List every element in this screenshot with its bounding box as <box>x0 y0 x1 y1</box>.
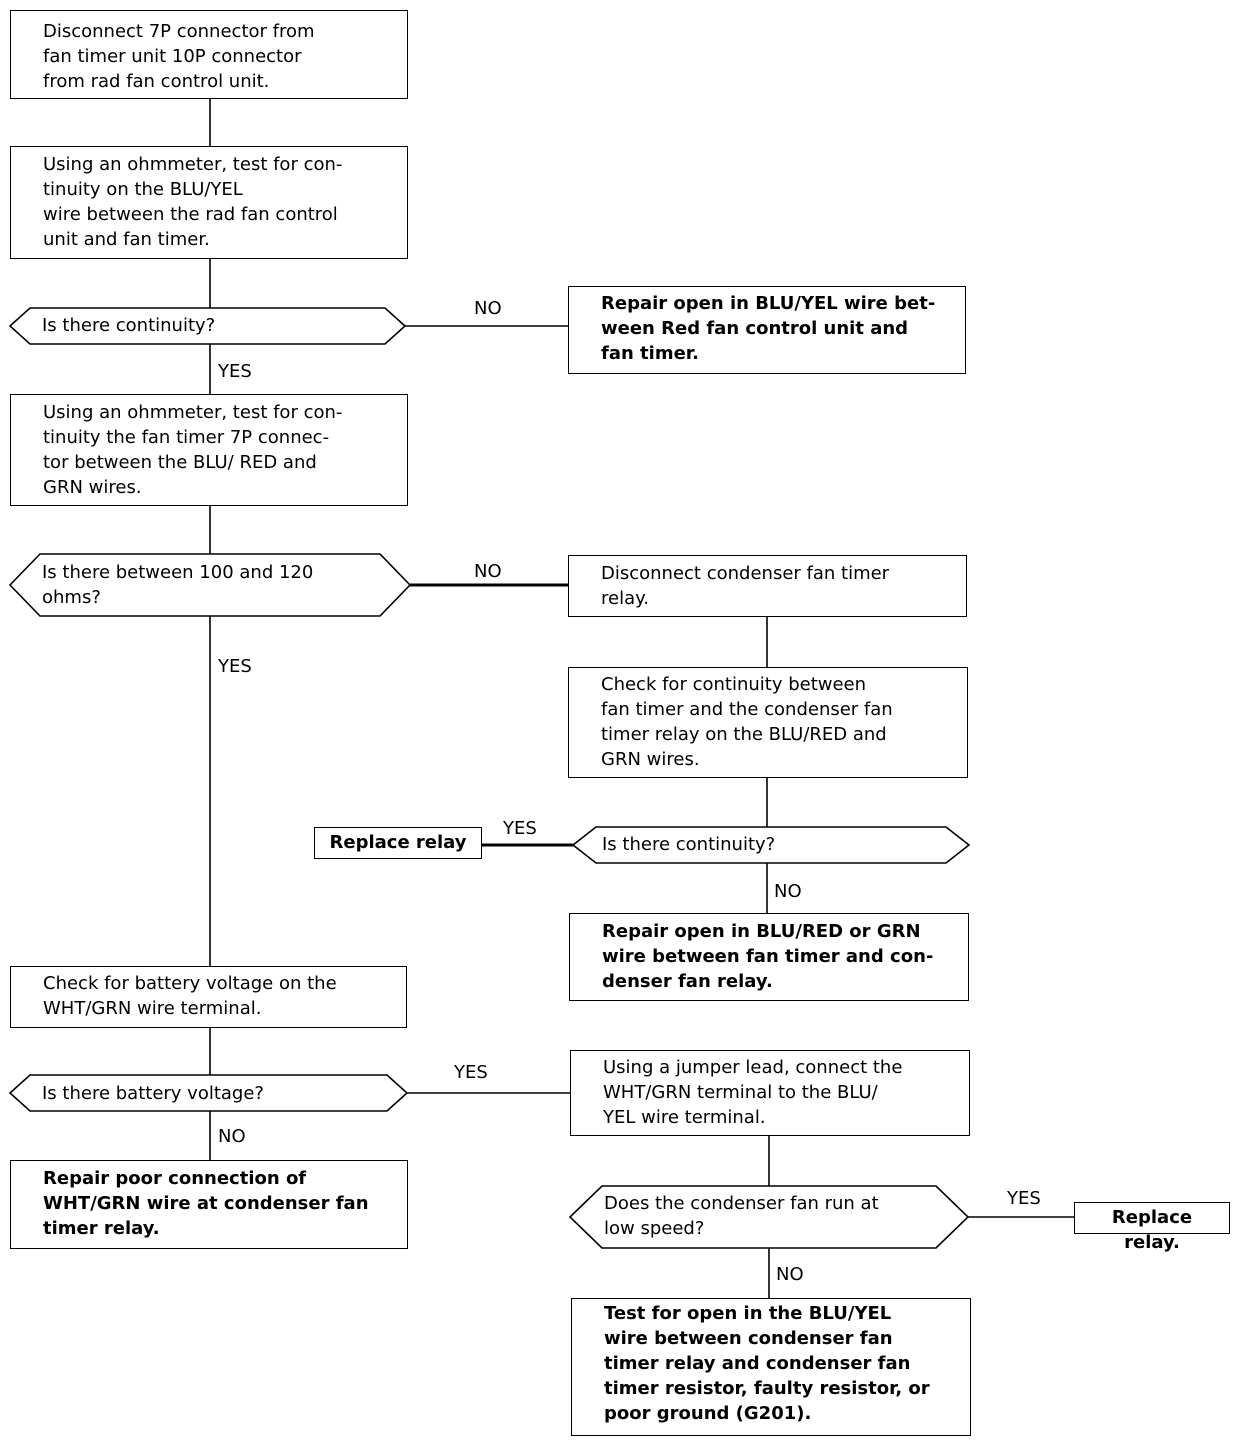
label-d3-yes: YES <box>503 818 537 839</box>
label-d4-yes: YES <box>454 1062 488 1083</box>
replace-relay-box-2: Replace relay. <box>1074 1202 1230 1253</box>
decision-100-120-ohms: Is there between 100 and 120 ohms? <box>42 562 314 608</box>
step-repair-blu-yel-wire: Repair open in BLU/YEL wire bet- ween Re… <box>568 286 966 374</box>
decision-is-there-continuity-2: Is there continuity? <box>602 834 776 855</box>
replace-relay-box-1: Replace relay <box>314 827 482 859</box>
label-d1-yes: YES <box>218 361 252 382</box>
decision-shape-d5 <box>568 1185 970 1249</box>
step-check-blu-red-grn-continuity: Check for continuity between fan timer a… <box>568 667 968 778</box>
step-test-7p-connector: Using an ohmmeter, test for con- tinuity… <box>10 394 408 506</box>
step-repair-blu-red-grn-wire: Repair open in BLU/RED or GRN wire betwe… <box>569 913 969 1001</box>
step-test-open-blu-yel: Test for open in the BLU/YEL wire betwee… <box>571 1298 971 1436</box>
decision-is-there-continuity-1: Is there continuity? <box>42 315 216 336</box>
label-d1-no: NO <box>474 298 502 319</box>
label-d4-no: NO <box>218 1126 246 1147</box>
decision-shape-d4 <box>8 1074 409 1112</box>
label-d5-yes: YES <box>1007 1188 1041 1209</box>
step-disconnect-condenser-relay: Disconnect condenser fan timer relay. <box>568 555 967 617</box>
step-repair-wht-grn-connection: Repair poor connection of WHT/GRN wire a… <box>10 1160 408 1249</box>
step-test-blu-yel-continuity: Using an ohmmeter, test for con- tinuity… <box>10 146 408 259</box>
decision-shape-d1 <box>8 307 407 345</box>
decision-shape-d2 <box>8 553 412 617</box>
decision-battery-voltage: Is there battery voltage? <box>42 1083 264 1104</box>
label-d2-yes: YES <box>218 656 252 677</box>
label-d3-no: NO <box>774 881 802 902</box>
label-d2-no: NO <box>474 561 502 582</box>
decision-fan-low-speed: Does the condenser fan run at low speed? <box>604 1193 879 1239</box>
decision-shape-d3 <box>571 826 971 864</box>
label-d5-no: NO <box>776 1264 804 1285</box>
step-disconnect-connectors: Disconnect 7P connector from fan timer u… <box>10 10 408 99</box>
step-jumper-lead: Using a jumper lead, connect the WHT/GRN… <box>570 1050 970 1136</box>
step-check-battery-voltage: Check for battery voltage on the WHT/GRN… <box>10 966 407 1028</box>
